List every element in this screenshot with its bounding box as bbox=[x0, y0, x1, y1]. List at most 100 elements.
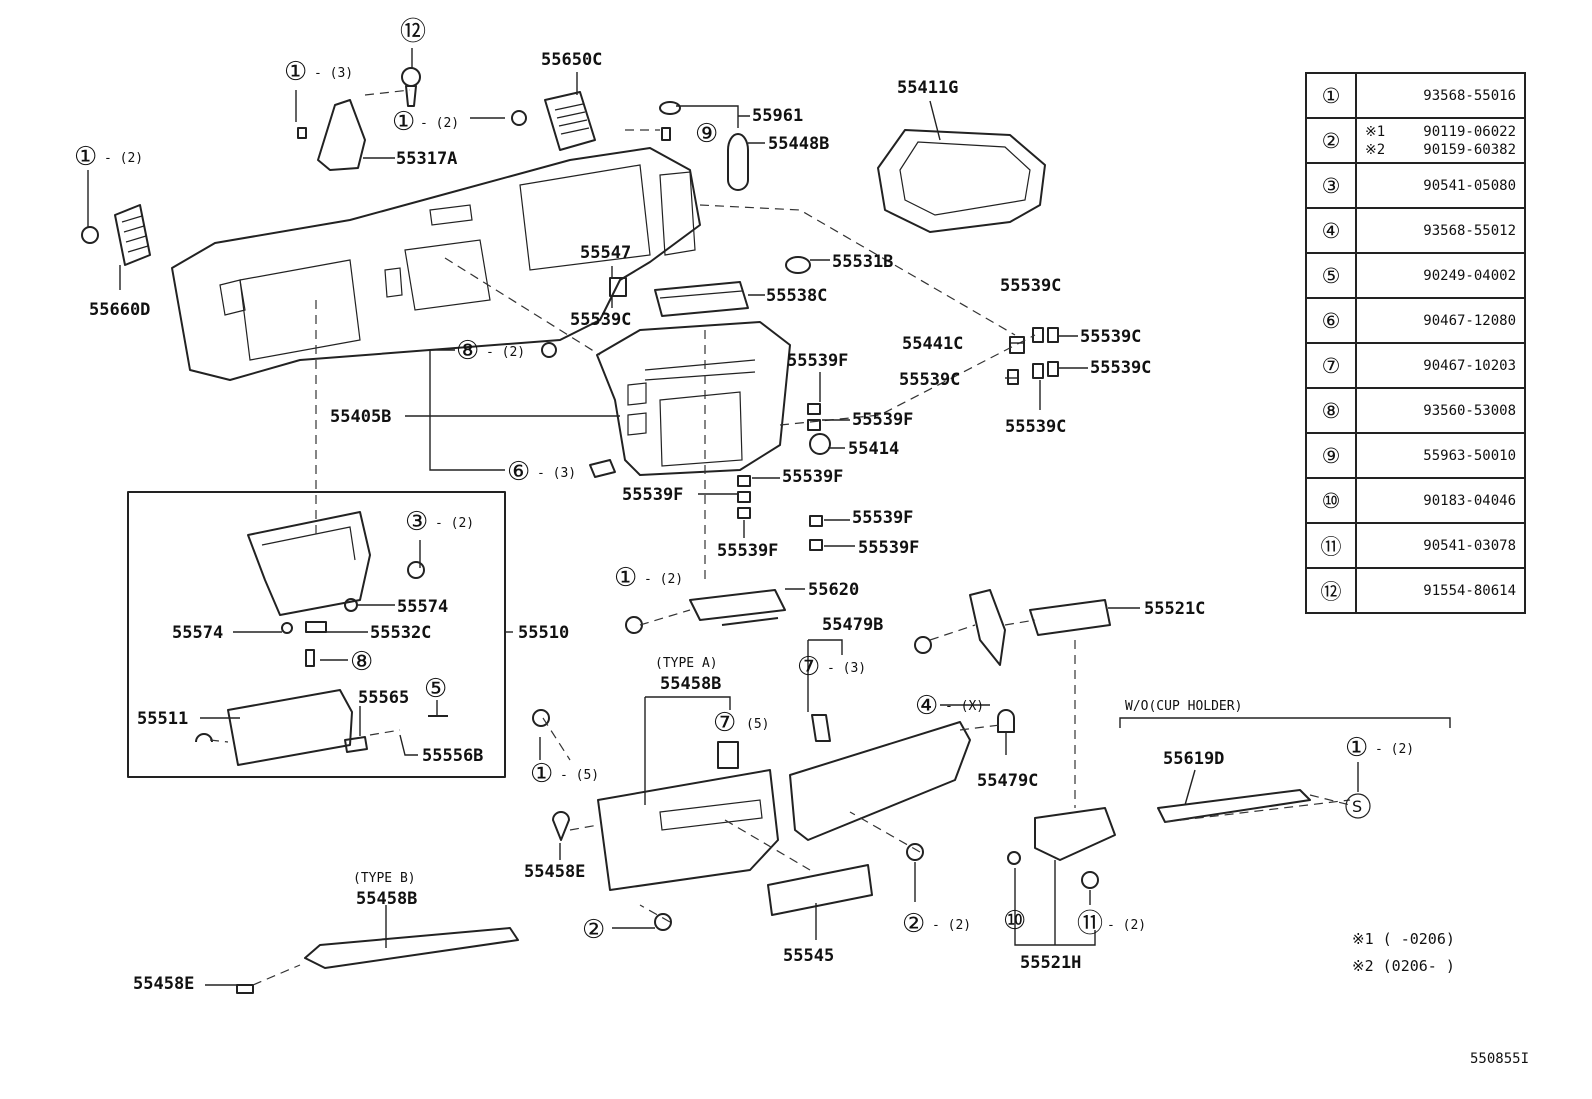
label-55539C-f: 55539C bbox=[1005, 417, 1066, 437]
bracket-55620 bbox=[689, 589, 786, 626]
label-55539C-c: 55539C bbox=[1080, 327, 1141, 347]
marker-5: ⑤ bbox=[424, 674, 447, 704]
screw-11 bbox=[1081, 871, 1099, 889]
svg-text:⑤: ⑤ bbox=[424, 674, 447, 704]
label-55538C: 55538C bbox=[766, 286, 827, 306]
cup-holder-55521H bbox=[1034, 807, 1116, 861]
wo-cup-holder-note: W/O(CUP HOLDER) bbox=[1125, 699, 1242, 714]
marker-7-b: ⑦ (5) bbox=[713, 708, 769, 738]
marker-s: S bbox=[1345, 793, 1371, 819]
part-55961 bbox=[659, 101, 681, 115]
svg-text:③: ③ bbox=[405, 507, 428, 537]
bracket-55521C bbox=[969, 589, 1006, 666]
legend-key: ⑨ bbox=[1305, 432, 1357, 479]
glove-box-frame bbox=[247, 511, 371, 616]
label-55414: 55414 bbox=[848, 439, 899, 459]
legend-part-number: 90467-10203 bbox=[1355, 342, 1526, 389]
svg-text:①: ① bbox=[1345, 733, 1368, 763]
screw-4 bbox=[914, 636, 932, 654]
marker-10: ⑩ bbox=[1003, 906, 1026, 936]
label-55545: 55545 bbox=[783, 946, 834, 966]
vent-55650C bbox=[544, 91, 596, 151]
marker-11: ⑪ - (2) bbox=[1077, 909, 1146, 939]
label-55619D: 55619D bbox=[1163, 749, 1224, 769]
svg-text:- (3): - (3) bbox=[314, 66, 353, 81]
label-55479B: 55479B bbox=[822, 615, 883, 635]
label-55539C-e: 55539C bbox=[1090, 358, 1151, 378]
dashboard-panel bbox=[171, 147, 701, 381]
svg-text:- (2): - (2) bbox=[104, 151, 143, 166]
marker-1-bracket: ① - (2) bbox=[614, 563, 683, 593]
legend-part-number: 91554-80614 bbox=[1355, 567, 1526, 614]
legend-part-number: 93568-55016 bbox=[1355, 72, 1526, 119]
marker-7-a: ⑦ - (3) bbox=[797, 652, 866, 682]
marker-4: ④ - (X) bbox=[915, 691, 984, 721]
svg-text:⑦: ⑦ bbox=[797, 652, 820, 682]
legend-key: ⑦ bbox=[1305, 342, 1357, 389]
legend-key: ④ bbox=[1305, 207, 1357, 254]
trim-55619D bbox=[1157, 789, 1311, 823]
svg-text:②: ② bbox=[902, 909, 925, 939]
label-55574-b: 55574 bbox=[172, 623, 223, 643]
screw-2-a bbox=[654, 913, 672, 931]
label-55511: 55511 bbox=[137, 709, 188, 729]
screw-2-b bbox=[906, 843, 924, 861]
part-55531B bbox=[785, 256, 811, 274]
type-a-note: (TYPE A) bbox=[655, 656, 718, 671]
svg-text:①: ① bbox=[284, 57, 307, 87]
screw-12 bbox=[401, 67, 421, 107]
part-55448B bbox=[727, 133, 749, 191]
svg-text:⑫: ⑫ bbox=[400, 17, 426, 47]
marker-1-vent: ① - (2) bbox=[392, 107, 459, 137]
marker-1-cup: ① - (2) bbox=[1345, 733, 1414, 763]
cluster-hood-55411G bbox=[877, 129, 1046, 233]
svg-text:- (2): - (2) bbox=[420, 116, 459, 131]
svg-text:④: ④ bbox=[915, 691, 938, 721]
svg-text:- (3): - (3) bbox=[827, 661, 866, 676]
legend-part-number: 90249-04002 bbox=[1355, 252, 1526, 299]
svg-text:(5): (5) bbox=[746, 717, 769, 732]
marker-12: ⑫ bbox=[400, 17, 426, 47]
svg-text:- (3): - (3) bbox=[537, 466, 576, 481]
latch-55565 bbox=[344, 736, 368, 753]
legend-key: ⑫ bbox=[1305, 567, 1357, 614]
label-55448B: 55448B bbox=[768, 134, 829, 154]
screw-1-e bbox=[532, 709, 550, 727]
label-55411G: 55411G bbox=[897, 78, 958, 98]
marker-8-box: ⑧ bbox=[350, 647, 373, 677]
svg-text:②: ② bbox=[582, 915, 605, 945]
marker-2-b: ② - (2) bbox=[902, 909, 971, 939]
svg-text:- (2): - (2) bbox=[1375, 742, 1414, 757]
marker-3: ③ - (2) bbox=[405, 507, 474, 537]
legend-key: ② bbox=[1305, 117, 1357, 164]
label-55565: 55565 bbox=[358, 688, 409, 708]
svg-text:⑧: ⑧ bbox=[456, 336, 479, 366]
bracket-55317A bbox=[317, 99, 366, 171]
lower-panel-55479B bbox=[789, 721, 971, 841]
legend-part-number: 90467-12080 bbox=[1355, 297, 1526, 344]
label-55458E-a: 55458E bbox=[524, 862, 585, 882]
marker-6: ⑥ - (3) bbox=[507, 457, 576, 487]
legend-key: ⑥ bbox=[1305, 297, 1357, 344]
label-55317A: 55317A bbox=[396, 149, 457, 169]
clip-7-a bbox=[811, 714, 831, 742]
svg-text:①: ① bbox=[530, 759, 553, 789]
note-1: ※1 ( -0206) bbox=[1352, 930, 1455, 948]
label-55539C-a: 55539C bbox=[570, 310, 631, 330]
svg-text:S: S bbox=[1352, 797, 1362, 816]
lower-panel-55458B-type-a bbox=[597, 769, 779, 891]
label-55539F-b: 55539F bbox=[852, 410, 913, 430]
clip-6 bbox=[589, 459, 616, 478]
hinge-55511 bbox=[195, 733, 213, 743]
legend-part-number: 55963-50010 bbox=[1355, 432, 1526, 479]
glove-box-door-55511 bbox=[227, 689, 353, 766]
